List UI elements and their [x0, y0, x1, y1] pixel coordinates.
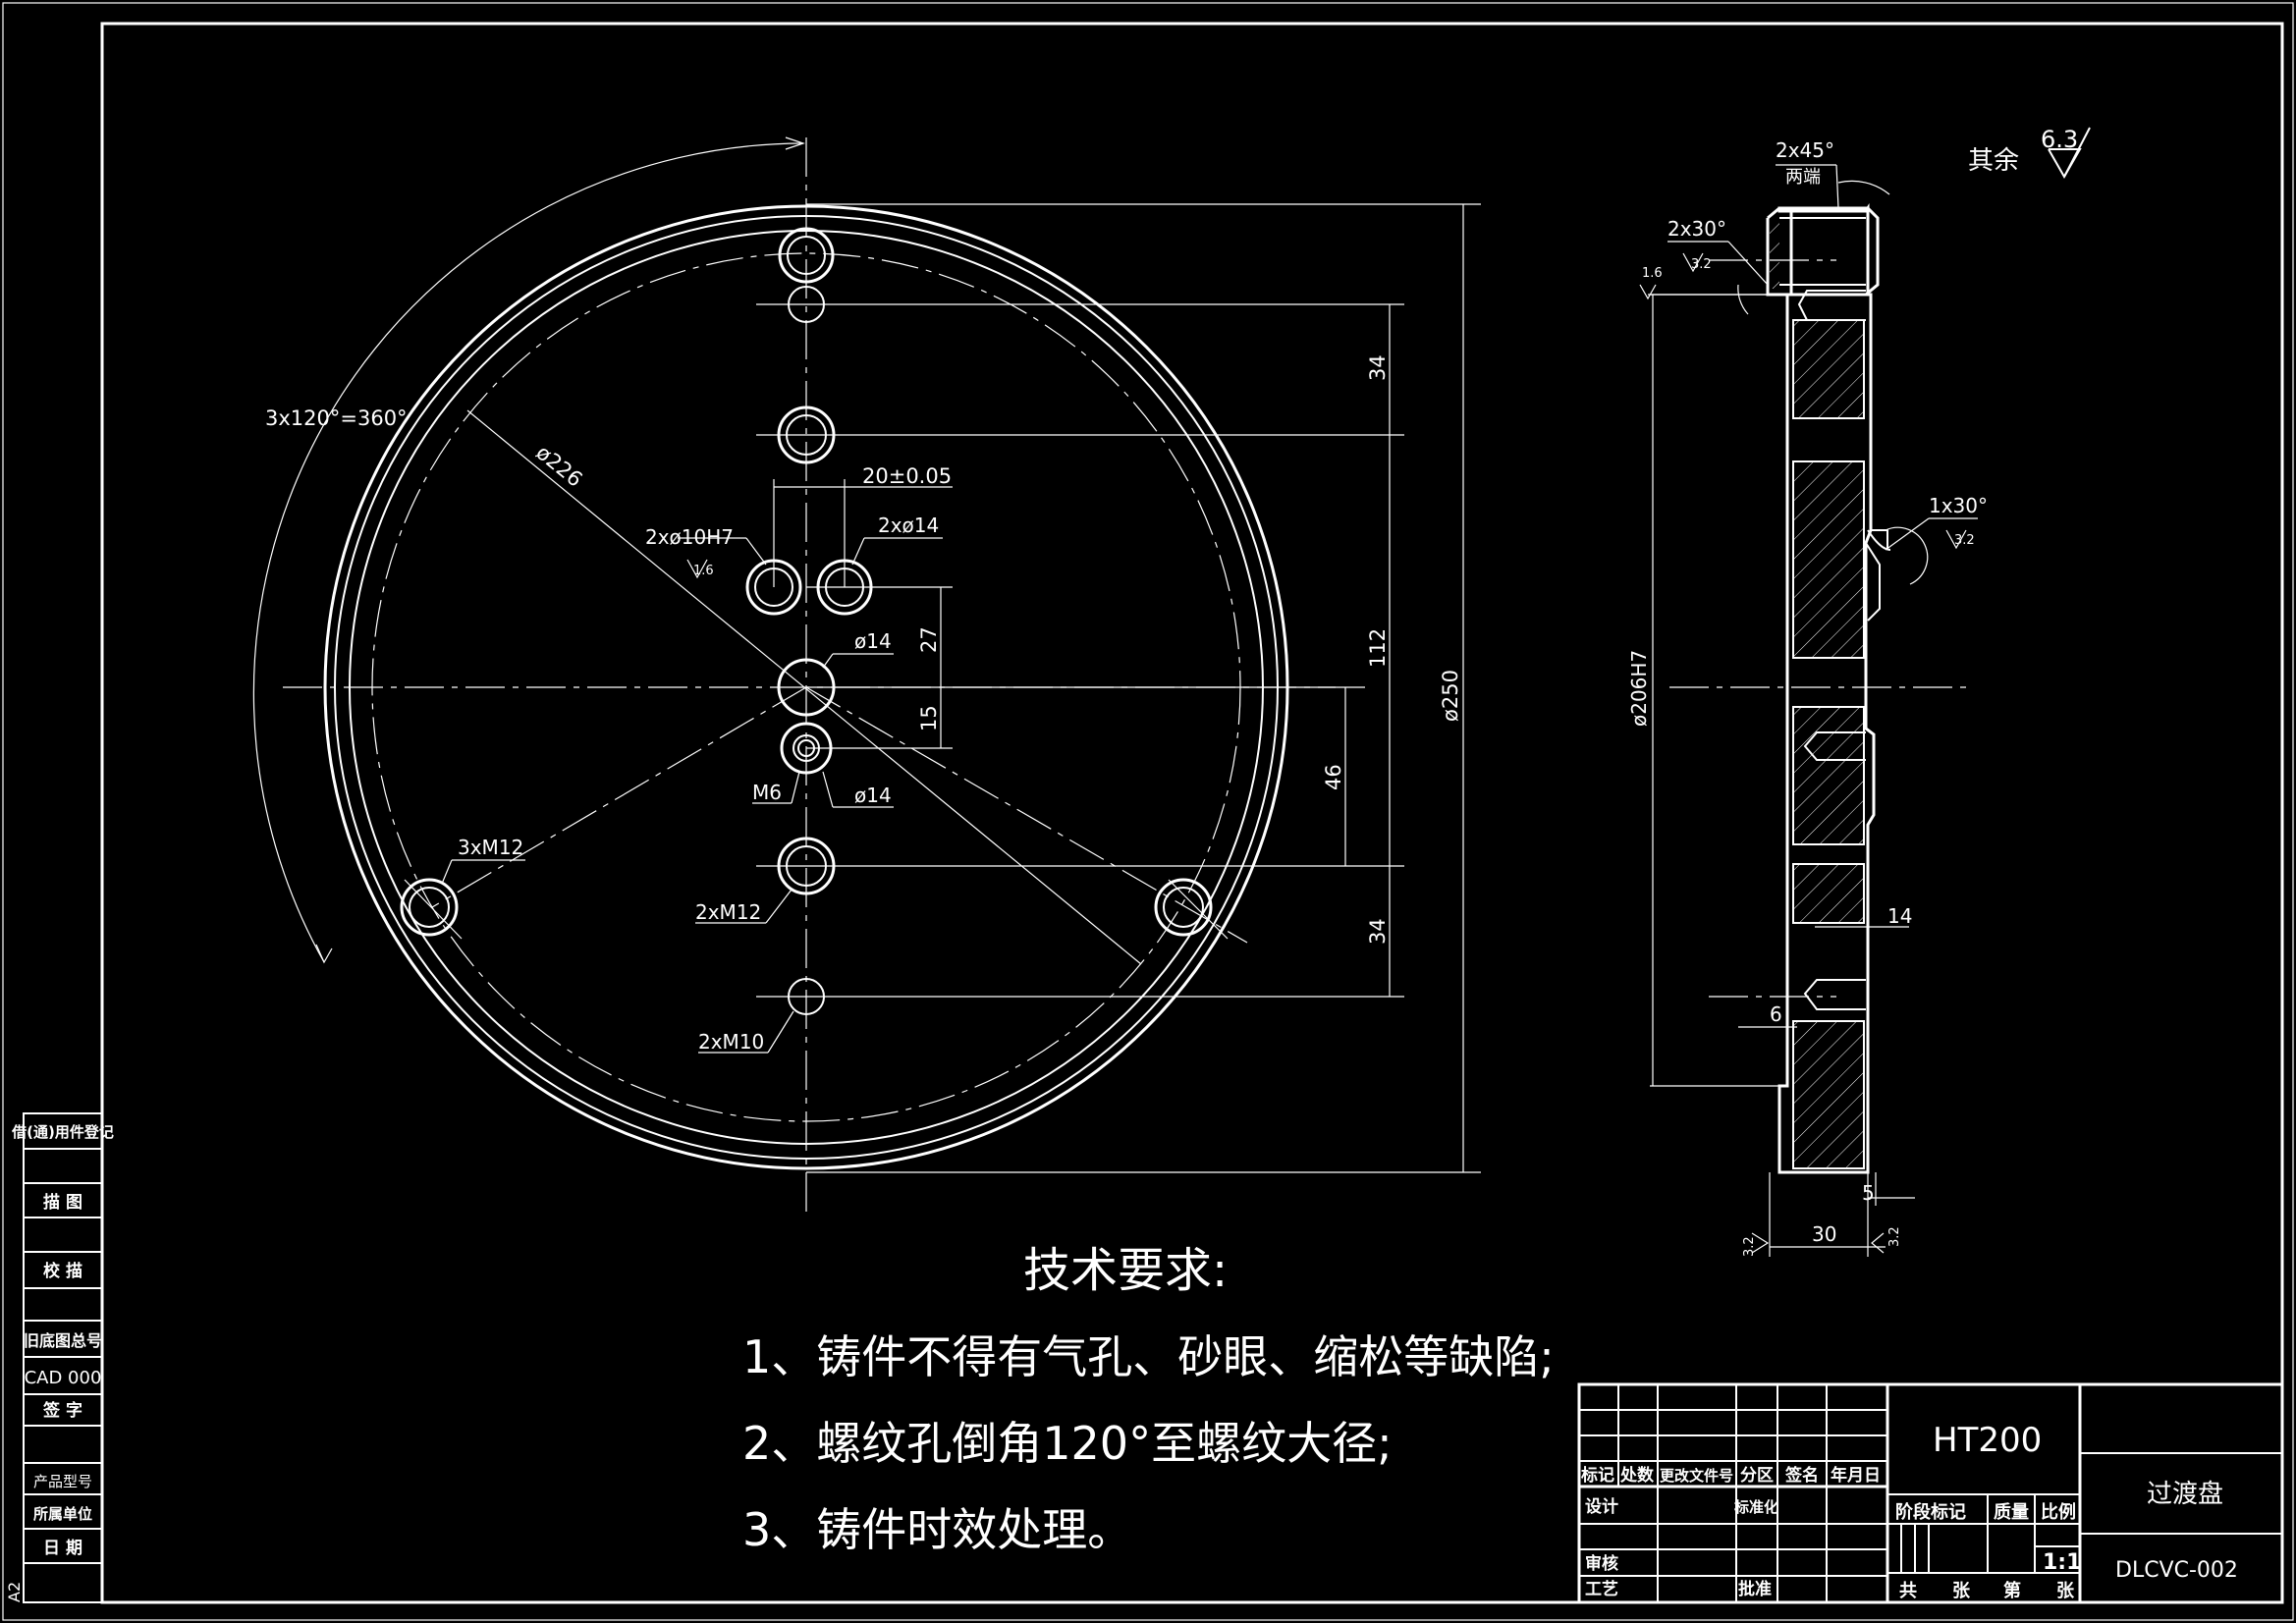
tb-approve: 批准: [1738, 1579, 1772, 1599]
tb-drawing-no: DLCVC-002: [2115, 1558, 2238, 1583]
dim-dia250: ø250: [1439, 670, 1462, 722]
finish-label: 其余: [1968, 146, 2019, 176]
label-rough-left: 3.2: [1742, 1236, 1757, 1257]
angle-arc: [252, 142, 804, 963]
tech-item-3: 3、铸件时效处理。: [742, 1503, 1132, 1556]
tb-design: 设计: [1585, 1496, 1618, 1517]
inner-border: [100, 22, 2284, 1604]
strip-item-5: 签 字: [42, 1400, 82, 1421]
dim-20: 20±0.05: [862, 464, 952, 488]
tb-unit: 张: [1952, 1581, 1971, 1601]
tb-scale: 1:1: [2043, 1550, 2081, 1575]
tb-unit2: 张: [2056, 1581, 2075, 1601]
dim-27: 27: [917, 626, 941, 653]
dim-30: 30: [1812, 1222, 1836, 1246]
section-outline: [1777, 203, 1876, 1174]
dim-5: 5: [1862, 1181, 1875, 1205]
radial-line-left: [431, 686, 807, 908]
surface-finish-note: 其余 6.3: [1968, 126, 2091, 180]
dim-dia206: ø206H7: [1627, 650, 1651, 727]
tb-process: 工艺: [1585, 1579, 1618, 1599]
tb-header-3: 分区: [1740, 1466, 1774, 1486]
tb-stage-mark: 阶段标记: [1895, 1501, 1966, 1523]
left-strip: 借(通)用件登记 描 图 校 描 旧底图总号 CAD 000 签 字 产品型号 …: [11, 1112, 114, 1603]
m12-hole-left: [400, 878, 459, 937]
strip-item-3: 旧底图总号: [24, 1331, 102, 1350]
dim-14: 14: [1887, 904, 1912, 928]
label-h10: 2xø10H7: [645, 525, 734, 549]
title-block: 标记 处数 更改文件号 分区 签名 年月日 设计 标准化 审核 工艺 批准 HT…: [1577, 1382, 2284, 1604]
tb-sheet-no: 第: [2003, 1580, 2021, 1601]
tb-review: 审核: [1585, 1553, 1618, 1574]
tb-total: 共: [1899, 1581, 1917, 1601]
label-rough16: 1.6: [1642, 266, 1663, 281]
radial-line-right: [805, 686, 1248, 944]
label-h14c: ø14: [854, 784, 892, 807]
dim-dia226: ø226: [531, 441, 586, 492]
strip-item-6: 产品型号: [33, 1473, 92, 1490]
strip-item-1: 描 图: [43, 1192, 82, 1213]
tb-header-4: 签名: [1784, 1465, 1819, 1486]
label-h14b: ø14: [854, 629, 892, 653]
tech-title: 技术要求:: [1023, 1243, 1228, 1298]
corner-code: A2: [5, 1582, 24, 1602]
label-both-ends: 两端: [1785, 167, 1821, 188]
m12-hole-top: [778, 227, 835, 284]
label-ch30: 2x30°: [1667, 217, 1726, 241]
dim-angle: 3x120°=360°: [265, 406, 408, 430]
label-m10x2: 2xM10: [698, 1030, 764, 1054]
label-m6: M6: [752, 781, 782, 804]
dim-6: 6: [1770, 1002, 1782, 1026]
dim-15: 15: [917, 705, 941, 731]
tb-header-0: 标记: [1581, 1465, 1614, 1486]
tech-requirements: 技术要求: 1、铸件不得有气孔、砂眼、缩松等缺陷; 2、螺纹孔倒角120°至螺纹…: [742, 1243, 1555, 1556]
front-view: 3x120°=360° ø226 34 112 46 34 ø250 27 15…: [252, 136, 1481, 1216]
strip-item-7: 所属单位: [33, 1505, 92, 1523]
tb-header-2: 更改文件号: [1660, 1467, 1733, 1485]
tb-material: HT200: [1933, 1421, 2042, 1460]
label-m12x2: 2xM12: [695, 900, 761, 924]
dim-34-top: 34: [1366, 354, 1390, 381]
strip-item-2: 校 描: [43, 1261, 82, 1281]
label-ch30-rough: 3.2: [1691, 257, 1712, 272]
side-view: ø206H7 30 5 14 6 2x45° 两端 2x30° 3.2 1.6 …: [1627, 138, 1988, 1257]
finish-value: 6.3: [2041, 126, 2078, 153]
tb-header-5: 年月日: [1831, 1465, 1881, 1486]
tech-item-1: 1、铸件不得有气孔、砂眼、缩松等缺陷;: [742, 1330, 1555, 1383]
tb-mass: 质量: [1994, 1501, 2029, 1523]
label-ch1x30-rough: 3.2: [1954, 533, 1975, 548]
dim-112: 112: [1366, 628, 1390, 668]
dim-34-bot: 34: [1366, 918, 1390, 945]
strip-item-0: 借(通)用件登记: [11, 1123, 114, 1141]
m12-hole-right: [1154, 878, 1213, 937]
tech-item-2: 2、螺纹孔倒角120°至螺纹大径;: [742, 1417, 1393, 1470]
tb-header-1: 处数: [1619, 1465, 1655, 1486]
label-h14a: 2xø14: [878, 514, 939, 537]
label-m12x3: 3xM12: [458, 836, 523, 859]
label-rough-right: 3.2: [1887, 1226, 1902, 1247]
label-ch45: 2x45°: [1776, 138, 1834, 162]
label-ch1x30: 1x30°: [1929, 494, 1988, 517]
dim-46: 46: [1322, 764, 1345, 790]
strip-item-4: CAD 000: [25, 1368, 102, 1388]
tb-scale-label: 比例: [2041, 1501, 2076, 1523]
tb-standard: 标准化: [1733, 1498, 1778, 1516]
tb-part-name: 过渡盘: [2147, 1480, 2223, 1509]
strip-item-8: 日 期: [43, 1539, 82, 1558]
